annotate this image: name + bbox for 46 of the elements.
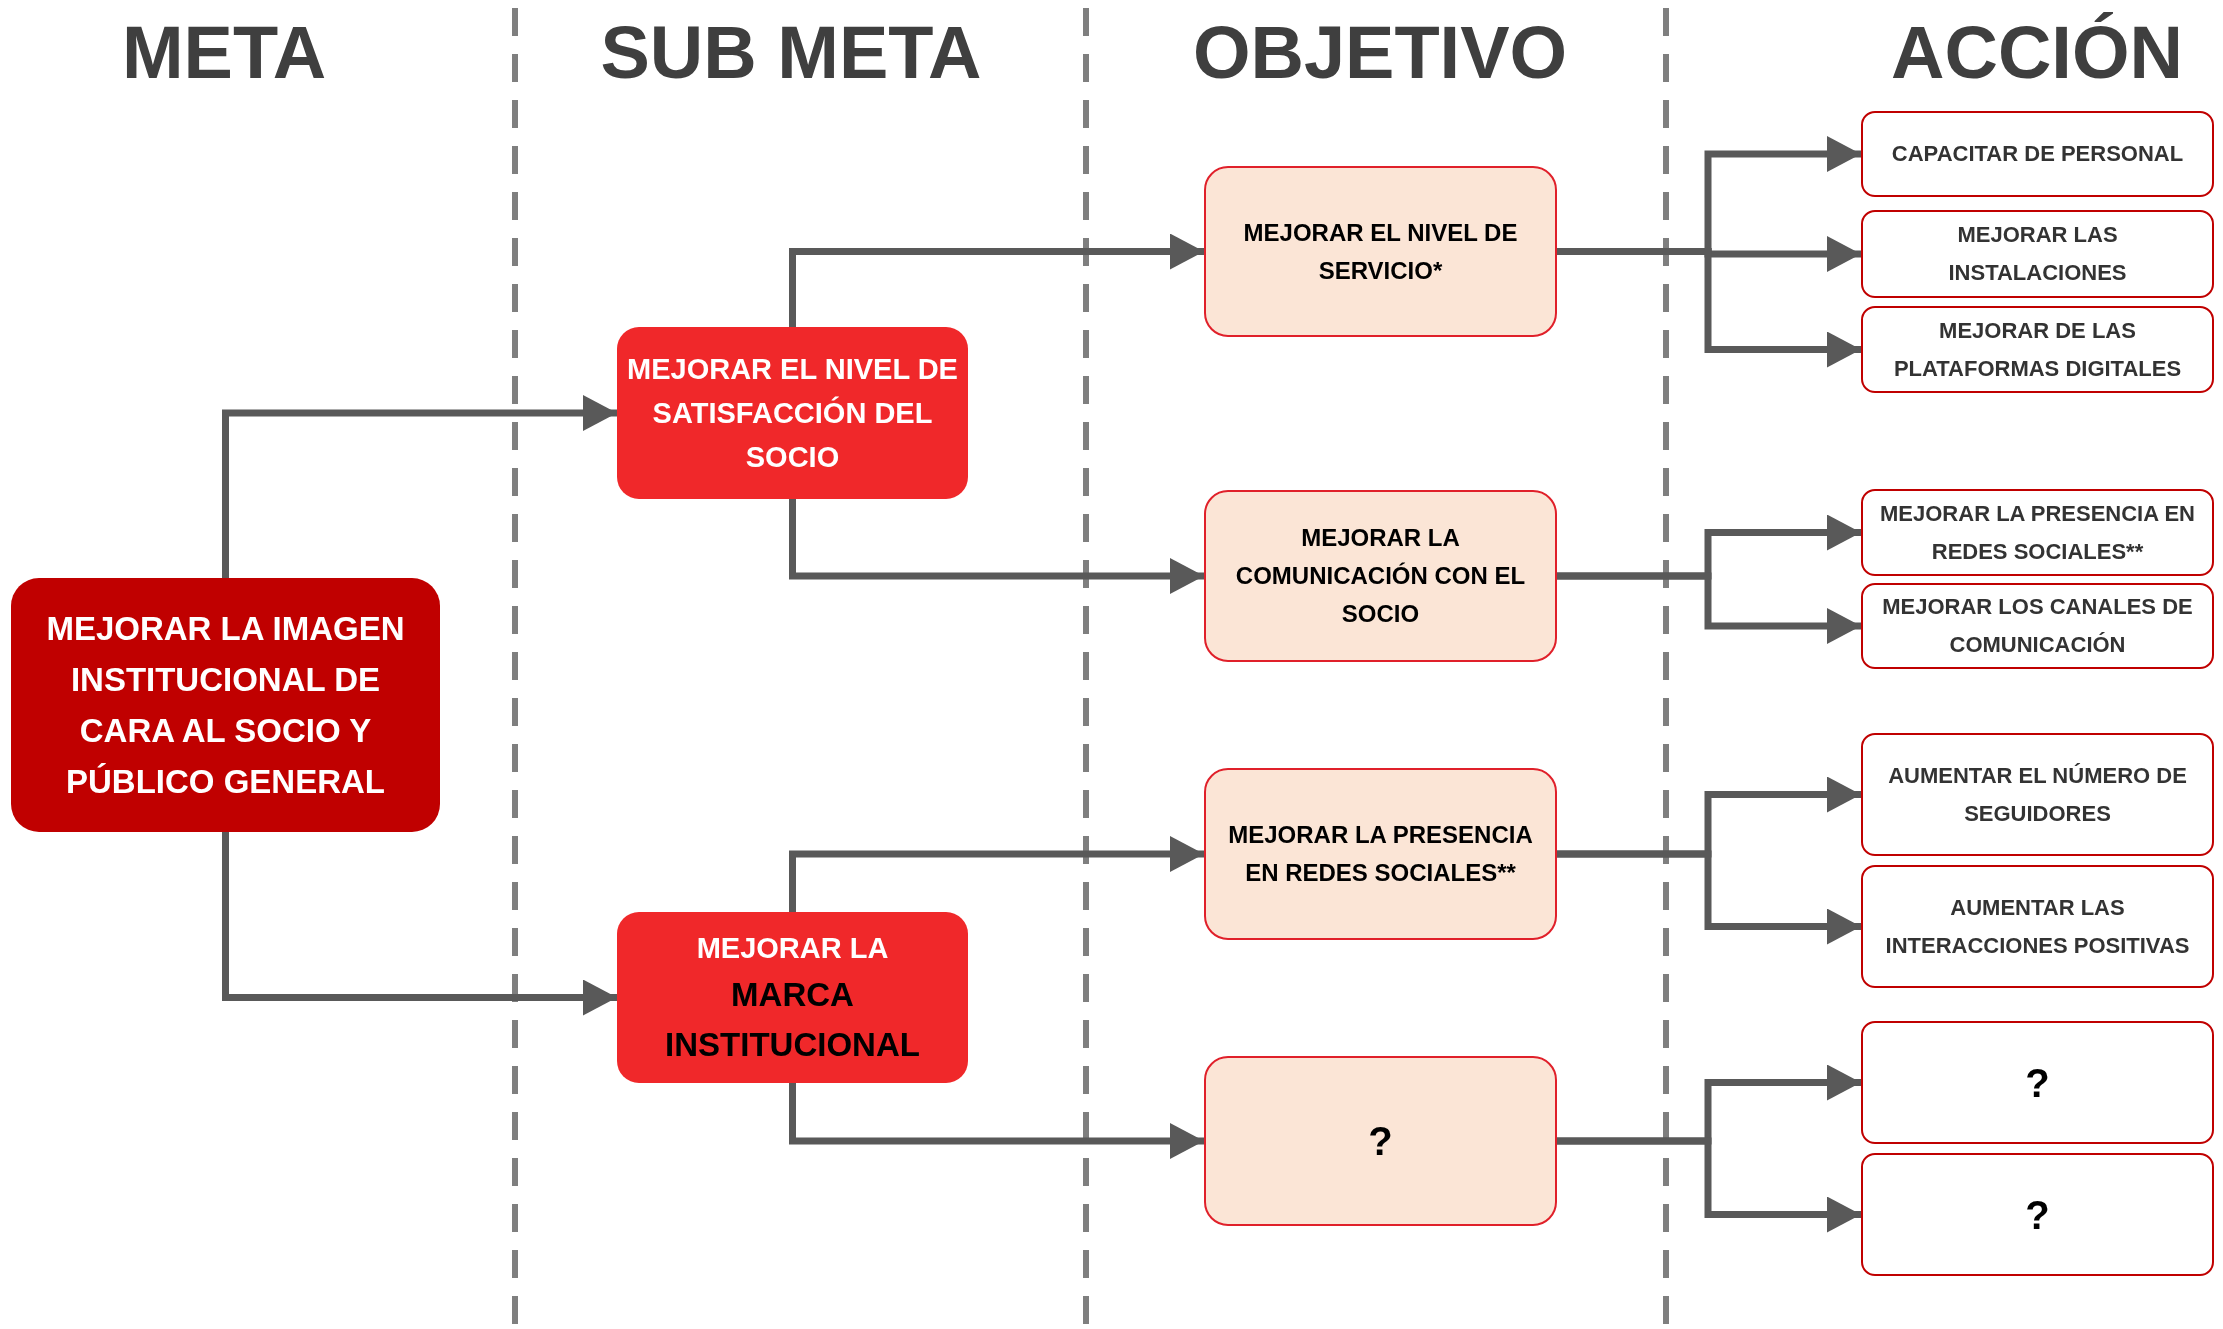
objective-box bbox=[1204, 490, 1557, 662]
arrow bbox=[789, 836, 1204, 912]
column-heading: META bbox=[121, 11, 327, 94]
action-text: MEJORAR LAS INSTALACIONES bbox=[1947, 221, 2128, 287]
action-box bbox=[1861, 733, 2214, 856]
action-box bbox=[1861, 1021, 2214, 1144]
goal-text: MEJORAR LA IMAGEN INSTITUCIONAL DE CARA AL SOCIO Y PÚBLICO GENERAL bbox=[45, 609, 406, 802]
action-box bbox=[1861, 583, 2214, 669]
question-mark: ? bbox=[2025, 1191, 2050, 1239]
action-box bbox=[1861, 210, 2214, 298]
objective-box bbox=[1204, 166, 1557, 337]
question-mark: ? bbox=[1368, 1118, 1393, 1165]
action-text: MEJORAR DE LAS PLATAFORMAS DIGITALES bbox=[1892, 316, 2183, 383]
action-text: CAPACITAR DE PERSONAL bbox=[1891, 140, 2184, 168]
sub-goal-text: MEJORAR LA bbox=[696, 930, 889, 966]
column-heading: ACCIÓN bbox=[1891, 11, 2183, 94]
arrow bbox=[1557, 572, 1861, 644]
arrow bbox=[789, 1083, 1204, 1159]
action-box bbox=[1861, 489, 2214, 576]
action-box bbox=[1861, 111, 2214, 197]
action-box bbox=[1861, 1153, 2214, 1276]
sub-goal-text: MEJORAR EL NIVEL DE SATISFACCIÓN DEL SOCIO bbox=[626, 352, 959, 475]
action-box bbox=[1861, 865, 2214, 988]
sub-goal-box bbox=[617, 327, 968, 499]
arrow bbox=[1557, 1137, 1861, 1233]
action-text: AUMENTAR LAS INTERACCIONES POSITIVAS bbox=[1884, 893, 2191, 960]
objective-box bbox=[1204, 1056, 1557, 1226]
arrow bbox=[1557, 850, 1861, 945]
objective-text: MEJORAR LA COMUNICACIÓN CON EL SOCIO bbox=[1234, 523, 1527, 629]
sub-goal-box bbox=[617, 912, 968, 1083]
question-mark: ? bbox=[2025, 1059, 2050, 1107]
arrow bbox=[789, 499, 1204, 594]
action-text: MEJORAR LA PRESENCIA EN REDES SOCIALES** bbox=[1879, 499, 2196, 566]
action-text: MEJORAR LOS CANALES DE COMUNICACIÓN bbox=[1881, 593, 2194, 659]
arrow bbox=[222, 832, 617, 1016]
arrow bbox=[789, 233, 1204, 327]
objective-text: MEJORAR LA PRESENCIA EN REDES SOCIALES** bbox=[1227, 820, 1534, 888]
objective-box bbox=[1204, 768, 1557, 940]
action-box bbox=[1861, 306, 2214, 393]
column-heading: OBJETIVO bbox=[1192, 11, 1568, 94]
sub-goal-text: MARCA INSTITUCIONAL bbox=[664, 974, 921, 1065]
objective-text: MEJORAR EL NIVEL DE SERVICIO* bbox=[1242, 217, 1519, 286]
action-text: AUMENTAR EL NÚMERO DE SEGUIDORES bbox=[1887, 761, 2188, 828]
goal-box bbox=[11, 578, 440, 832]
column-heading: SUB META bbox=[600, 11, 982, 94]
arrow bbox=[222, 395, 617, 578]
